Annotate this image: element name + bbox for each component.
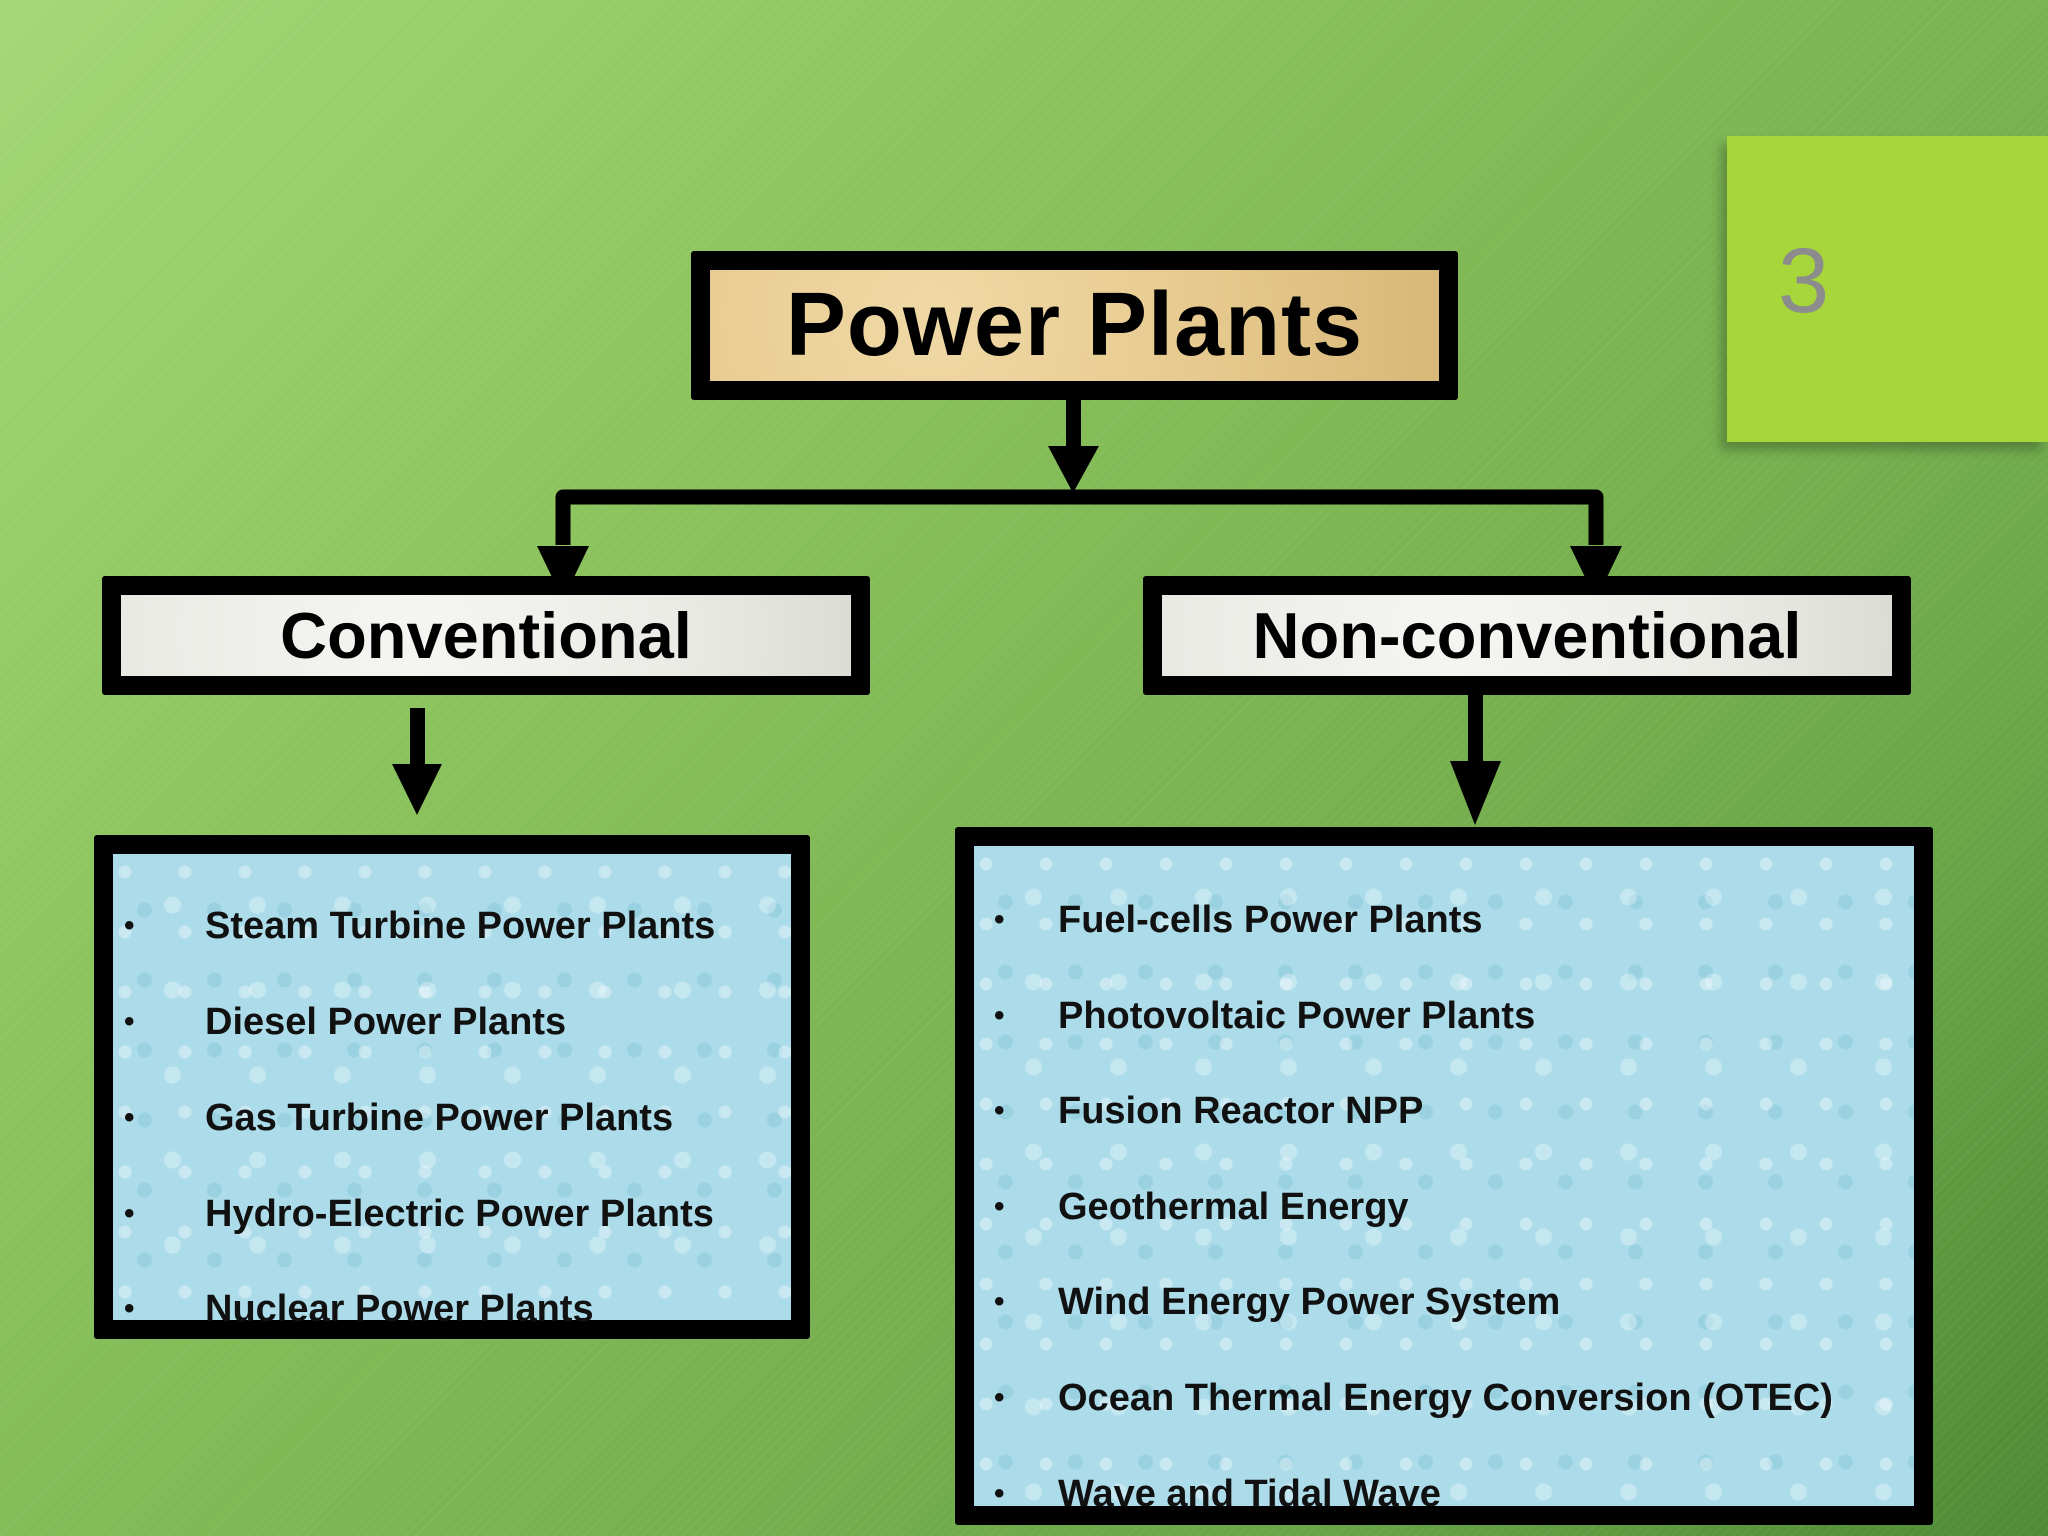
list-item-label: Ocean Thermal Energy Conversion (OTEC) [1058, 1377, 1833, 1419]
bullet-icon: • [124, 1005, 135, 1038]
non-conventional-list-inner: • Fuel-cells Power Plants • Photovoltaic P… [971, 843, 1917, 1515]
arrow-to-non-conventional [1570, 546, 1622, 600]
list-item-label: Steam Turbine Power Plants [205, 905, 716, 947]
non-conventional-label: Non-conventional [1252, 599, 1802, 672]
list-item-label: Wave and Tidal Wave [1058, 1473, 1441, 1515]
bullet-icon: • [124, 909, 135, 942]
conventional-list-inner: • Steam Turbine Power Plants • Diesel Powe… [110, 851, 794, 1330]
list-item-label: Fuel-cells Power Plants [1058, 899, 1483, 941]
bullet-icon: • [994, 1190, 1005, 1223]
list-item-label: Geothermal Energy [1058, 1186, 1409, 1228]
non-conventional-list-box: • Fuel-cells Power Plants • Photovoltaic P… [955, 827, 1933, 1525]
list-item-label: Diesel Power Plants [205, 1001, 567, 1043]
page-number-tab [1727, 136, 2048, 442]
non-conventional-box-inner: Non-conventional [1159, 592, 1895, 679]
list-item-label: Nuclear Power Plants [205, 1288, 594, 1330]
conventional-list-box: • Steam Turbine Power Plants • Diesel Powe… [94, 835, 810, 1339]
conventional-down-arrow [392, 708, 442, 815]
arrow-to-conventional [537, 546, 589, 600]
list-item-label: Wind Energy Power System [1058, 1281, 1561, 1323]
title-box-inner: Power Plants [707, 267, 1442, 384]
diagram-title: Power Plants [785, 275, 1364, 375]
bullet-icon: • [124, 1292, 135, 1325]
list-item-label: Gas Turbine Power Plants [205, 1097, 674, 1139]
non-conventional-down-arrow [1450, 693, 1501, 825]
bullet-icon: • [124, 1197, 135, 1230]
page-number: 3 [1778, 230, 1830, 332]
power-plants-title-box: Power Plants [691, 251, 1458, 400]
branch-connector [555, 489, 1604, 545]
bullet-icon: • [994, 1381, 1005, 1414]
conventional-label: Conventional [280, 599, 692, 672]
list-item-label: Photovoltaic Power Plants [1058, 995, 1536, 1037]
bullet-icon: • [994, 999, 1005, 1032]
bullet-icon: • [994, 1094, 1005, 1127]
bullet-icon: • [994, 1477, 1005, 1510]
bullet-icon: • [124, 1101, 135, 1134]
bullet-icon: • [994, 1285, 1005, 1318]
list-item-label: Fusion Reactor NPP [1058, 1090, 1424, 1132]
title-down-connector [1048, 398, 1099, 493]
bullet-icon: • [994, 903, 1005, 936]
conventional-box-inner: Conventional [118, 592, 854, 679]
list-item-label: Hydro-Electric Power Plants [205, 1193, 714, 1235]
non-conventional-category-box: Non-conventional [1143, 576, 1911, 695]
conventional-category-box: Conventional [102, 576, 870, 695]
